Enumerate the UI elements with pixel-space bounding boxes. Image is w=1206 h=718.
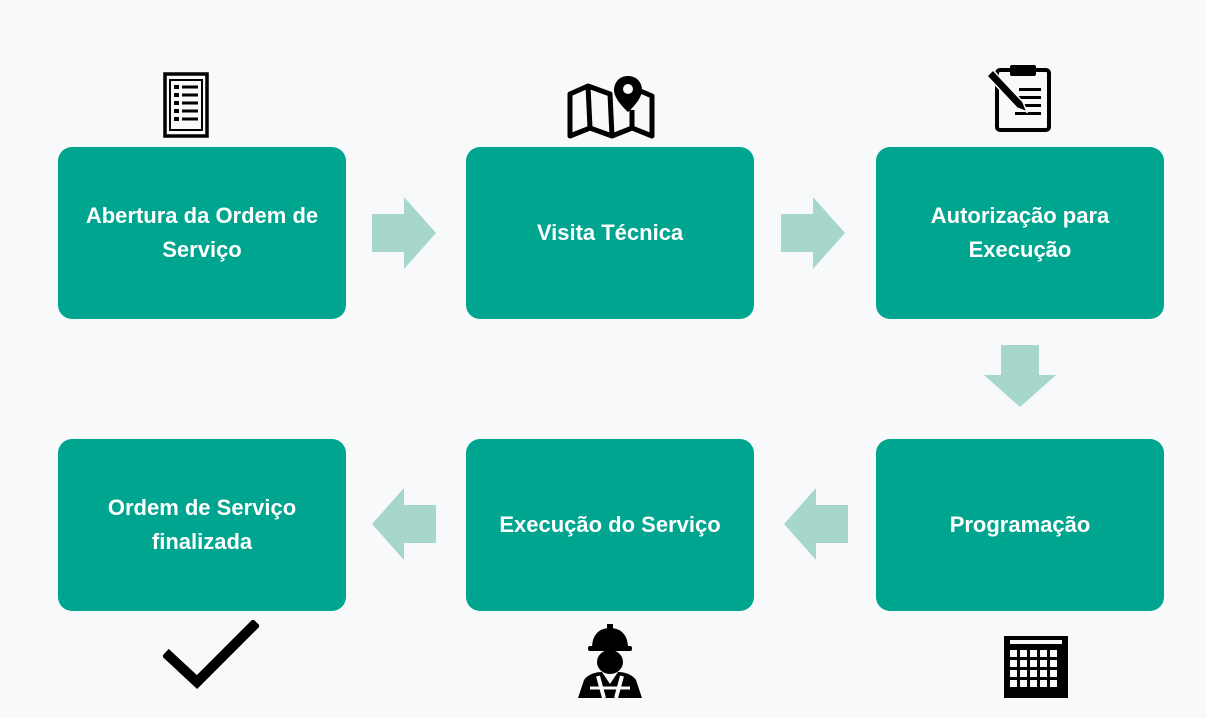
checklist-icon — [163, 72, 209, 138]
arrow-right-icon — [372, 197, 436, 269]
map-pin-icon — [566, 72, 656, 140]
step-label: Autorização para Execução — [930, 202, 1110, 262]
step-label: Execução do Serviço — [499, 511, 721, 537]
step-label: Abertura da Ordem de Serviço — [85, 202, 319, 262]
arrow-down-icon — [984, 345, 1056, 407]
step-box-programacao: Programação — [876, 439, 1164, 611]
step-box-finalizada: Ordem de Serviço finalizada — [58, 439, 346, 611]
clipboard-pencil-icon — [983, 62, 1053, 132]
step-box-autorizacao: Autorização para Execução — [876, 147, 1164, 319]
checkmark-icon — [163, 620, 259, 690]
construction-worker-icon — [570, 624, 650, 700]
arrow-right-icon — [781, 197, 845, 269]
step-box-visita: Visita Técnica — [466, 147, 754, 319]
step-label: Ordem de Serviço finalizada — [107, 494, 297, 554]
step-box-abertura: Abertura da Ordem de Serviço — [58, 147, 346, 319]
step-label: Programação — [949, 511, 1091, 537]
step-label: Visita Técnica — [536, 219, 684, 245]
arrow-left-icon — [372, 488, 436, 560]
step-box-execucao: Execução do Serviço — [466, 439, 754, 611]
calendar-icon — [1004, 636, 1068, 698]
arrow-left-icon — [784, 488, 848, 560]
